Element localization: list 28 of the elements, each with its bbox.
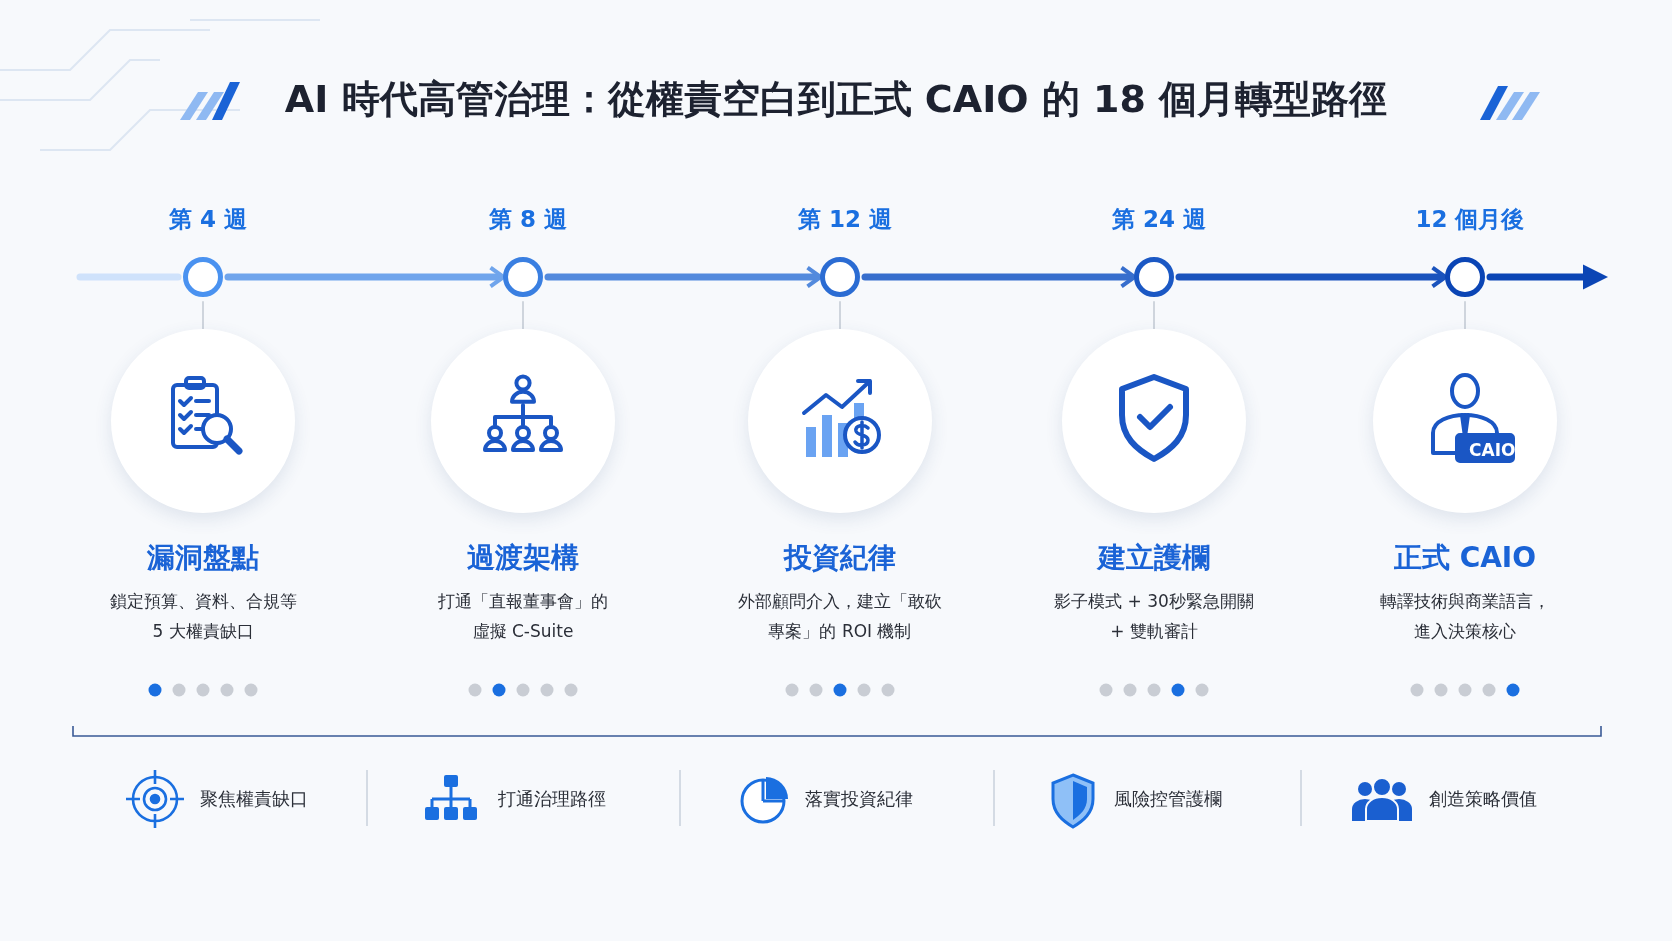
stage-title: 正式 CAIO xyxy=(1392,540,1538,576)
time-label: 第 4 週 xyxy=(168,205,248,234)
stage-description: 打通「直報董事會」的虛擬 C-Suite xyxy=(437,590,609,643)
stage-title: 過渡架構 xyxy=(466,540,580,576)
stage-title: 漏洞盤點 xyxy=(146,540,260,576)
timeline-arrow xyxy=(1486,264,1609,290)
connector-line xyxy=(522,301,524,330)
time-label: 第 8 週 xyxy=(488,205,568,234)
stage-description: 影子模式 + 30秒緊急開關 + 雙軌審計 xyxy=(1053,590,1255,643)
time-label: 第 12 週 xyxy=(797,205,893,234)
connector-line xyxy=(202,301,204,330)
title: AI 時代高管治理：從權責空白到正式 CAIO 的 18 個月轉型路徑 xyxy=(283,76,1389,123)
stage-description: 轉譯技術與商業語言，進入決策核心 xyxy=(1379,590,1551,643)
connector-line xyxy=(1153,301,1155,330)
badge-text: CAIO xyxy=(1469,442,1516,459)
benefit-label: 聚焦權責缺口 xyxy=(200,787,308,811)
benefit-label: 創造策略價值 xyxy=(1429,787,1537,811)
stage-title: 投資紀律 xyxy=(782,540,897,576)
benefit-label: 風險控管護欄 xyxy=(1114,787,1222,811)
benefit-label: 打通治理路徑 xyxy=(498,787,606,811)
time-label: 第 24 週 xyxy=(1111,205,1207,234)
benefit-label: 落實投資紀律 xyxy=(805,787,913,811)
connector-line xyxy=(839,301,841,330)
time-label: 12 個月後 xyxy=(1414,205,1526,234)
stage-title: 建立護欄 xyxy=(1095,540,1211,576)
connector-line xyxy=(1464,301,1466,330)
stage-description: 鎖定預算、資料、合規等5 大權責缺口 xyxy=(108,590,298,643)
stage-description: 外部顧問介入，建立「敢砍專案」的 ROI 機制 xyxy=(737,590,943,643)
